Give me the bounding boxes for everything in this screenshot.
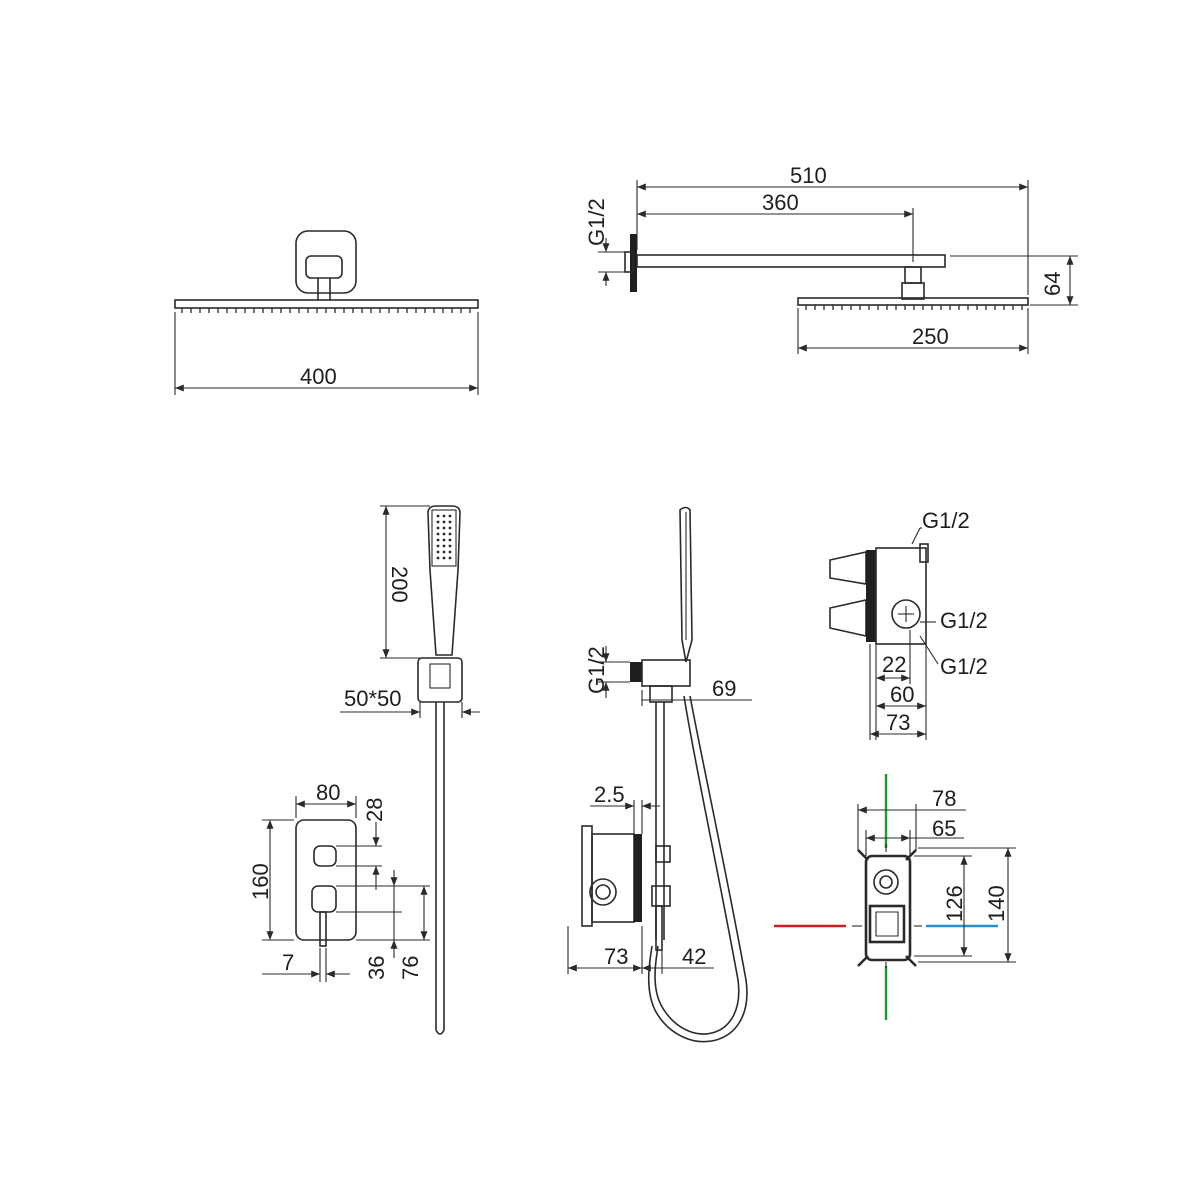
diverter-knob	[313, 845, 337, 867]
mixer-handle	[311, 885, 337, 913]
dim-60: 60	[890, 682, 914, 707]
spray-hole	[442, 514, 446, 518]
spray-hole	[448, 532, 452, 536]
spray-hole	[436, 544, 440, 548]
dim-360: 360	[762, 190, 799, 215]
spray-hole	[448, 514, 452, 518]
valve-body-side	[591, 833, 635, 923]
spray-hole	[448, 520, 452, 524]
dim-140: 140	[984, 885, 1009, 922]
spray-hole	[442, 544, 446, 548]
dim-36: 36	[364, 956, 389, 980]
dim-126: 126	[942, 885, 967, 922]
spray-hole	[442, 520, 446, 524]
dim-box-inlet-mid: G1/2	[940, 608, 988, 633]
spray-hole	[442, 532, 446, 536]
hose-loop	[654, 695, 740, 1035]
spray-hole	[436, 520, 440, 524]
head-front-view: 400	[174, 230, 479, 395]
arm-side-view: 510 360 G1/2 64 250	[584, 163, 1078, 354]
handshower-side	[679, 506, 693, 663]
dim-box-inlet-bottom: G1/2	[940, 654, 988, 679]
spray-hole	[442, 526, 446, 530]
spray-hole	[442, 550, 446, 554]
valve-box-front: 78 65 126 140	[774, 774, 1016, 1020]
handshower-front-view: 200 50*50	[340, 505, 480, 1035]
dim-22: 22	[882, 652, 906, 677]
spray-hole	[436, 550, 440, 554]
shower-head-side	[797, 297, 1029, 306]
dim-78: 78	[932, 786, 956, 811]
handshower-nozzles	[436, 514, 452, 560]
dim-76: 76	[398, 956, 423, 980]
dim-400: 400	[300, 364, 337, 389]
valve-box	[875, 547, 927, 645]
spray-hole	[448, 526, 452, 530]
dim-65: 65	[932, 816, 956, 841]
dim-28: 28	[362, 798, 387, 822]
dim-160: 160	[248, 863, 273, 900]
spray-hole	[448, 544, 452, 548]
stop-cap-bottom	[829, 599, 867, 637]
dim-73-box: 73	[886, 710, 910, 735]
wall-holder	[417, 657, 463, 703]
dim-arm-inlet: G1/2	[584, 198, 609, 246]
box-body-front	[864, 854, 912, 962]
dim-7: 7	[282, 950, 294, 975]
dim-outlet-inlet: G1/2	[584, 646, 609, 694]
handshower-side-view: G1/2 69 2.5 73 42	[567, 506, 752, 1043]
wall-flange	[295, 230, 357, 294]
dim-box-inlet-top: G1/2	[922, 508, 970, 533]
dim-64: 64	[1040, 272, 1065, 296]
spray-hole	[436, 538, 440, 542]
spray-hole	[442, 556, 446, 560]
dim-80: 80	[316, 780, 340, 805]
dim-200: 200	[387, 566, 412, 603]
shower-head-plate	[174, 299, 479, 309]
wall-outlet-elbow	[641, 659, 691, 687]
dim-250: 250	[912, 324, 949, 349]
dim-510: 510	[790, 163, 827, 188]
dim-2.5: 2.5	[594, 782, 625, 807]
handshower-head	[427, 505, 461, 656]
trim-plate-front: 80 160 28 36 76 7	[248, 780, 430, 982]
arm-connector	[305, 255, 343, 279]
nozzle-row	[181, 308, 471, 313]
spray-hole	[436, 514, 440, 518]
stop-cap-top	[829, 551, 867, 585]
dim-73-body: 73	[604, 944, 628, 969]
dim-69: 69	[712, 676, 736, 701]
spray-hole	[448, 538, 452, 542]
spray-hole	[448, 556, 452, 560]
nozzle-row-side	[805, 305, 1023, 310]
spray-hole	[436, 532, 440, 536]
spray-hole	[448, 550, 452, 554]
spray-hole	[442, 538, 446, 542]
shower-arm	[636, 254, 946, 268]
spray-hole	[436, 556, 440, 560]
dim-50x50: 50*50	[344, 686, 402, 711]
dim-42: 42	[682, 944, 706, 969]
valve-box-side: G1/2 G1/2 G1/2 22 60 73	[829, 508, 988, 740]
spray-hole	[436, 526, 440, 530]
